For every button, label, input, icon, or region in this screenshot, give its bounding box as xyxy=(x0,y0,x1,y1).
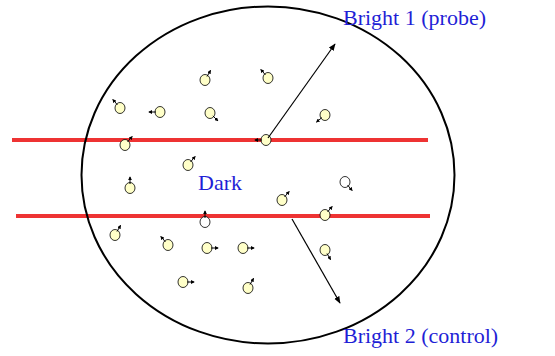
beam-label: Bright 2 (control) xyxy=(343,324,498,348)
spin-arrow xyxy=(261,70,265,75)
atom xyxy=(155,107,165,118)
spin-arrow xyxy=(113,100,117,105)
spin-arrow xyxy=(211,248,218,249)
spin-arrow xyxy=(191,157,195,162)
region-label: Dark xyxy=(198,171,242,195)
spin-arrow xyxy=(130,177,131,184)
spin-arrow xyxy=(128,137,132,142)
spin-arrow xyxy=(327,253,331,259)
atom xyxy=(243,283,253,294)
spin-arrow xyxy=(161,237,165,242)
spin-arrow xyxy=(205,211,206,218)
spin-arrow xyxy=(187,282,194,283)
spin-arrow xyxy=(247,248,254,249)
cloud-outline xyxy=(80,5,456,345)
atom xyxy=(110,230,120,241)
atom xyxy=(200,75,210,86)
spin-arrow xyxy=(285,192,289,197)
spin-arrow xyxy=(207,70,211,76)
spin-arrow xyxy=(328,207,332,212)
atom xyxy=(320,110,330,121)
atom xyxy=(178,277,188,288)
spin-arrow xyxy=(117,225,121,231)
laser-beam xyxy=(16,214,430,218)
atom-cloud: Dark xyxy=(80,5,456,345)
atom xyxy=(320,245,330,256)
atom xyxy=(202,243,212,254)
laser-beam xyxy=(12,138,428,142)
spin-arrow xyxy=(213,116,218,121)
emission-arrow xyxy=(268,44,335,138)
atom xyxy=(125,183,135,194)
atom xyxy=(238,243,248,254)
spin-arrow xyxy=(255,140,262,141)
spin-arrow xyxy=(149,112,156,113)
spin-arrow xyxy=(317,118,322,122)
emission-arrow xyxy=(292,219,340,303)
spin-arrow xyxy=(348,185,352,190)
atom xyxy=(200,217,210,228)
beam-label: Bright 1 (probe) xyxy=(343,6,486,30)
spin-arrow xyxy=(250,278,254,284)
